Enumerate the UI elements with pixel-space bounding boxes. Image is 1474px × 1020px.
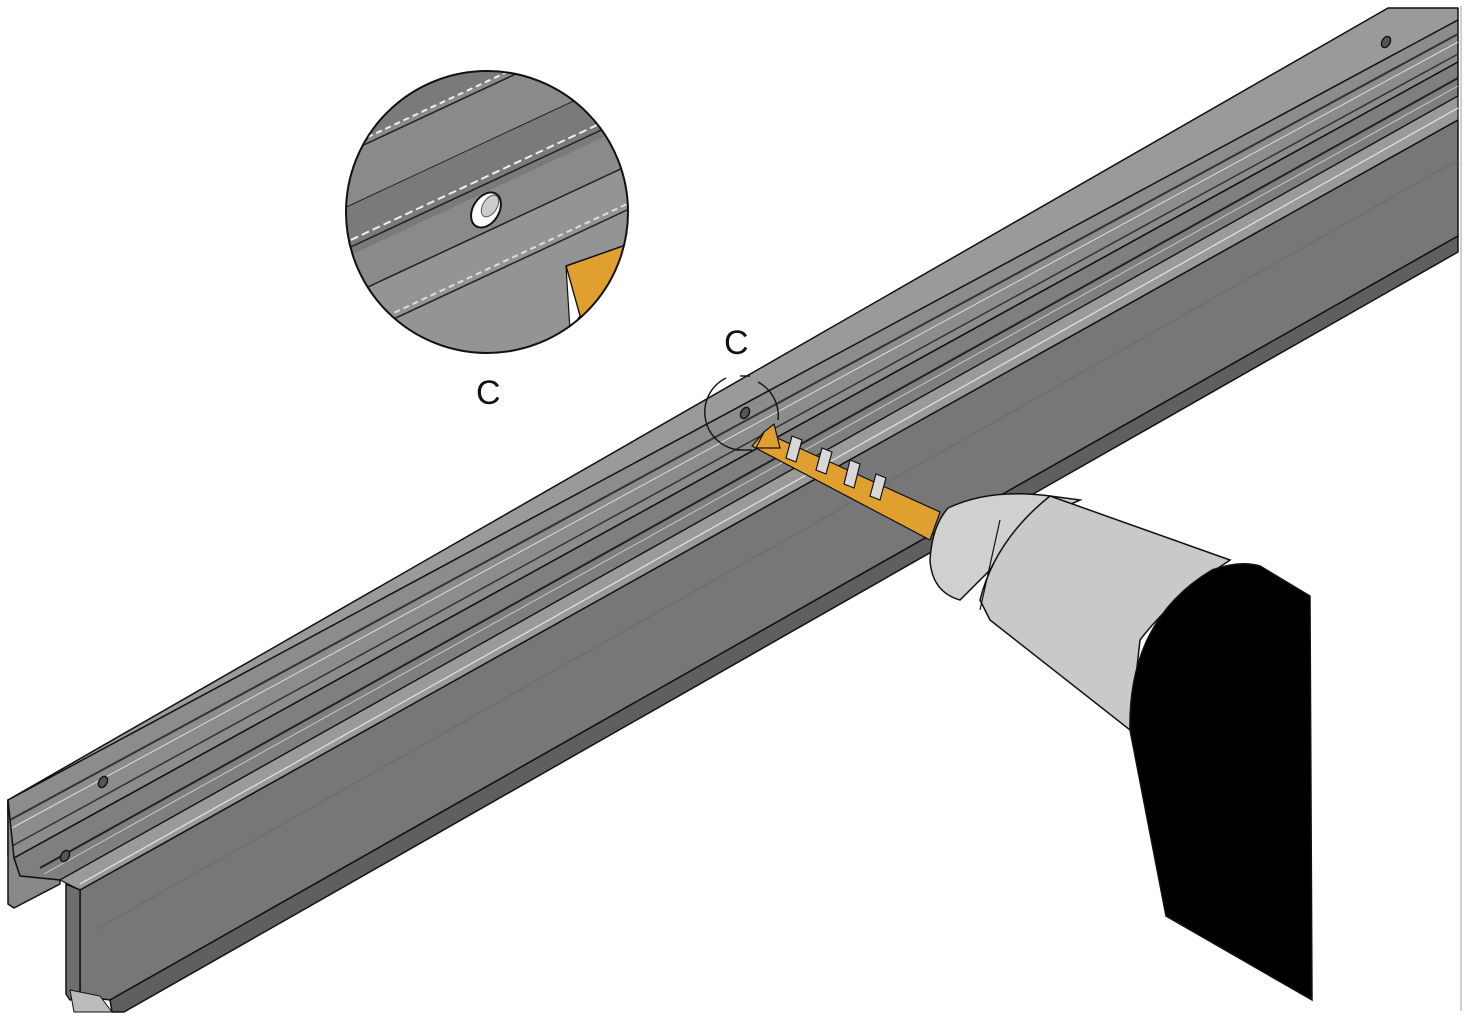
rail-groove-line — [79, 107, 1459, 885]
rail-hole — [1380, 35, 1392, 49]
rail-bottom-flange — [109, 235, 1459, 1013]
rail-groove-line — [39, 77, 1459, 869]
rail-profile — [7, 7, 1459, 1013]
rail-end-cut — [65, 883, 81, 1001]
rail-end-hatch — [69, 989, 113, 1013]
callout-label: C — [724, 324, 749, 362]
rail-hole — [59, 849, 71, 863]
rail-hole — [97, 775, 109, 789]
detail-label: C — [476, 374, 501, 412]
rail-hole — [739, 406, 751, 420]
power-drill-icon — [929, 492, 1313, 1002]
callout-circle — [704, 375, 779, 451]
rail-groove-line — [11, 41, 1459, 829]
rail-groove-line — [9, 33, 1459, 821]
drill-housing — [1129, 563, 1313, 1002]
rail-groove-line — [94, 159, 1459, 931]
frame-border — [1460, 6, 1462, 1011]
rail-groove-line — [43, 85, 1459, 875]
drill-bit-icon — [751, 422, 941, 541]
magnified-detail-circle — [345, 70, 629, 354]
rail-end-cut — [7, 799, 61, 909]
